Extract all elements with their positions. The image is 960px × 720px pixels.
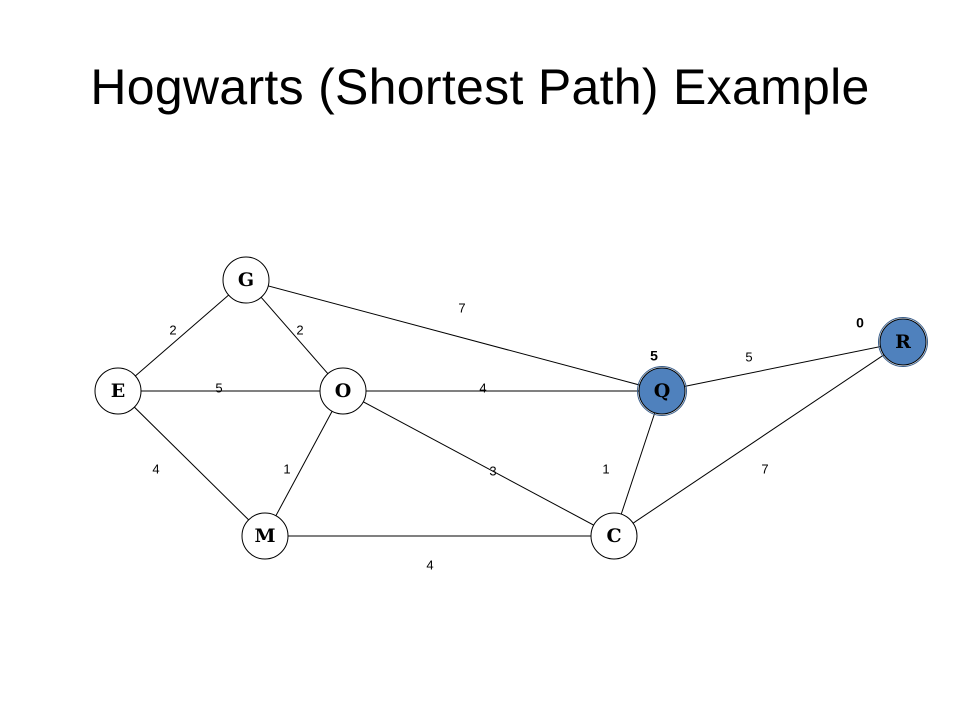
edge-weight-o-c: 3 — [489, 463, 496, 478]
edge-q-c — [613, 390, 663, 537]
slide-title: Hogwarts (Shortest Path) Example — [90, 59, 870, 115]
node-e[interactable]: E — [94, 367, 142, 415]
node-label: C — [606, 525, 621, 547]
node-circle — [241, 512, 289, 560]
edge-q-r — [661, 341, 904, 392]
edge-weight-q-c: 1 — [602, 461, 609, 476]
edge-weight-o-q: 4 — [479, 380, 486, 395]
node-circle — [319, 367, 367, 415]
nodes-layer: G E O Q R M C — [94, 256, 928, 560]
node-label: O — [335, 380, 352, 402]
node-circle — [590, 512, 638, 560]
edge-weight-e-m: 4 — [152, 461, 159, 476]
edge-r-c — [613, 341, 904, 537]
edge-weight-g-e: 2 — [169, 322, 176, 337]
edge-weight-g-q: 7 — [458, 300, 465, 315]
node-label: R — [895, 331, 911, 353]
edge-e-m — [117, 390, 266, 537]
node-label: E — [111, 380, 125, 402]
edge-weight-r-c: 7 — [761, 461, 768, 476]
distance-labels-layer: 50 — [650, 315, 864, 364]
node-circle — [222, 256, 270, 304]
node-r[interactable]: R — [878, 317, 928, 367]
edge-g-q — [245, 279, 663, 392]
edge-weight-m-c: 4 — [426, 557, 433, 572]
edge-weight-e-o: 5 — [215, 380, 222, 395]
node-circle — [638, 367, 686, 415]
edges-layer — [117, 279, 904, 537]
distance-label-r: 0 — [856, 315, 864, 331]
edge-weight-g-o: 2 — [296, 322, 303, 337]
edge-o-m — [264, 390, 344, 537]
node-outer-ring — [637, 366, 687, 416]
node-c[interactable]: C — [590, 512, 638, 560]
node-m[interactable]: M — [241, 512, 289, 560]
node-q[interactable]: Q — [637, 366, 687, 416]
edge-g-o — [245, 279, 344, 392]
distance-label-q: 5 — [650, 348, 658, 364]
node-label: G — [238, 269, 254, 291]
edge-g-e — [117, 279, 247, 392]
node-label: Q — [654, 380, 671, 402]
node-g[interactable]: G — [222, 256, 270, 304]
node-outer-ring — [878, 317, 928, 367]
edge-weight-o-m: 1 — [283, 461, 290, 476]
node-label: M — [254, 525, 275, 547]
node-circle — [94, 367, 142, 415]
edge-weight-q-r: 5 — [745, 349, 752, 364]
weights-layer: 2 2 7 5 4 1 4 3 1 5 7 4 — [152, 300, 768, 572]
edge-o-c — [342, 390, 615, 537]
node-circle — [879, 318, 927, 366]
node-o[interactable]: O — [319, 367, 367, 415]
